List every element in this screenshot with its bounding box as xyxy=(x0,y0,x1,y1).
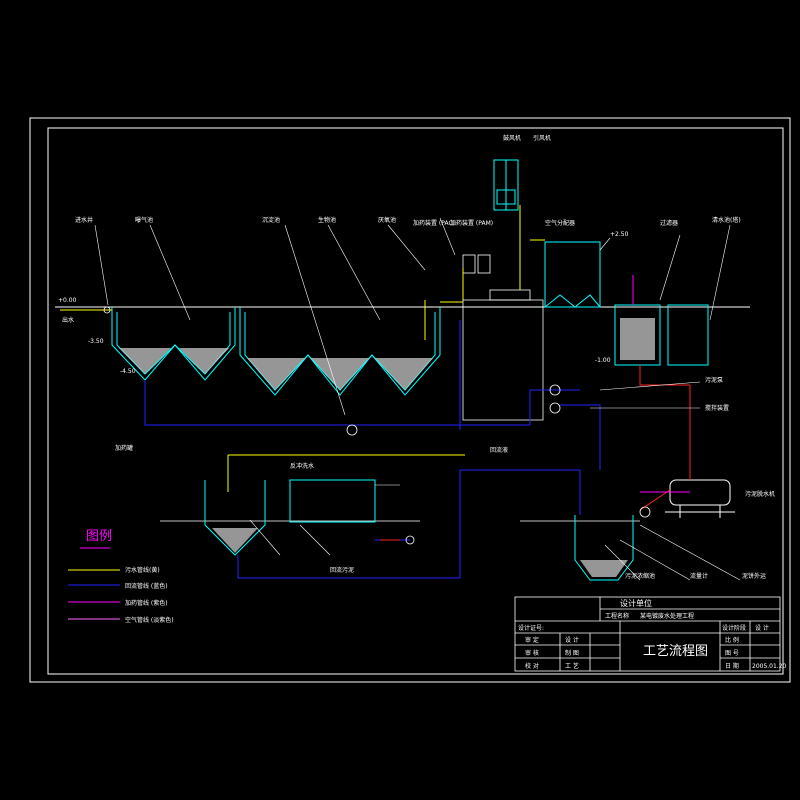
sludge-fill-4 xyxy=(580,560,628,577)
tb-date: 2005.01.20 xyxy=(752,663,787,670)
label-mixer: 搅拌装置 xyxy=(705,404,729,412)
level-pos: +0.00 xyxy=(58,297,77,304)
label-aeration: 曝气池 xyxy=(135,216,153,224)
sludge-thickener xyxy=(574,515,634,581)
label-filter-box: 过滤器 xyxy=(660,219,678,227)
sludge-lines xyxy=(380,365,691,541)
tb-design: 设 计 xyxy=(565,636,579,644)
legend-item-dosing: 加药管线 (紫色) xyxy=(125,599,168,607)
right-tanks xyxy=(544,241,709,366)
legend-item-air: 空气管线 (淡紫色) xyxy=(125,616,174,624)
dosing-boxes xyxy=(462,254,491,274)
sludge-fill-3 xyxy=(212,528,258,553)
tb-scale: 比 例 xyxy=(725,636,739,644)
tb-craft: 工 艺 xyxy=(565,662,579,670)
level-c: +2.50 xyxy=(610,231,629,238)
pump-icons xyxy=(103,306,651,545)
tb-project-name: 某电镀废水处理工程 xyxy=(640,612,694,620)
label-dosing-tank: 加药罐 xyxy=(115,444,133,452)
tb-date-label: 日 期 xyxy=(725,662,739,670)
title-block xyxy=(514,596,781,672)
label-dosing-pac: 加药装置 (PAC) xyxy=(413,219,455,227)
legend-item-return: 回流管线 (蓝色) xyxy=(125,582,168,590)
label-bio-tank: 生物池 xyxy=(318,216,336,224)
level-d: -1.00 xyxy=(595,357,611,364)
level-b: -4.50 xyxy=(120,368,136,375)
leader-lines xyxy=(94,217,741,581)
label-fan: 引风机 xyxy=(533,134,551,142)
lower-sed-tank xyxy=(204,479,376,556)
label-backwash: 反冲洗水 xyxy=(290,462,314,470)
sludge-fill-2 xyxy=(247,358,433,390)
filter-press xyxy=(665,479,735,518)
tb-review: 审 定 xyxy=(525,636,539,644)
label-press: 污泥脱水机 xyxy=(745,490,775,498)
fan-structure xyxy=(493,159,519,211)
tb-stage-value: 设 计 xyxy=(755,624,769,632)
tb-proofread: 校 对 xyxy=(525,662,539,670)
tb-stage-label: 设计阶段 xyxy=(722,624,746,632)
label-return-sludge: 回流污泥 xyxy=(330,566,354,574)
label-flowmeter: 流量计 xyxy=(690,572,708,580)
tb-check: 审 核 xyxy=(525,649,539,657)
label-clean-tank: 清水池(塔) xyxy=(712,216,741,224)
outer-border xyxy=(29,117,791,683)
return-lines xyxy=(144,320,601,579)
tb-project-label: 工程名称 xyxy=(605,612,629,620)
legend-item-sewage: 污水管线(黄) xyxy=(125,566,160,574)
tb-design-unit: 设计单位 xyxy=(620,598,652,608)
tank-group-1 xyxy=(111,307,236,381)
label-sludge-pump: 污泥泵 xyxy=(705,376,723,384)
label-dosing-pam: 加药装置 (PAM) xyxy=(450,219,493,227)
level-a: -3.50 xyxy=(88,338,104,345)
dosing-lines xyxy=(632,275,690,493)
filter-media xyxy=(620,318,655,360)
label-sed-tank: 沉淀池 xyxy=(262,216,280,224)
label-inlet-well: 进水井 xyxy=(75,216,93,224)
legend-title: 图例 xyxy=(86,529,112,544)
legend-lines xyxy=(68,547,120,620)
tb-no: 图 号 xyxy=(725,650,739,657)
label-blower: 鼓风机 xyxy=(503,134,521,142)
sludge-fill-1 xyxy=(119,348,229,374)
tb-drawing-title: 工艺流程图 xyxy=(643,644,708,659)
tb-design-no: 设计证号: xyxy=(518,624,544,632)
label-reflux: 回流液 xyxy=(490,446,508,454)
inner-border xyxy=(47,127,784,675)
pump-base xyxy=(489,289,531,301)
sewage-lines xyxy=(60,205,545,492)
label-sludge-tank: 污泥浓缩池 xyxy=(625,572,655,580)
label-cake: 泥饼外运 xyxy=(742,572,766,580)
label-anaerobic: 厌氧池 xyxy=(378,216,396,224)
tb-draw: 制 图 xyxy=(565,649,579,657)
pump-house xyxy=(462,299,544,421)
label-air-dist: 空气分配器 xyxy=(545,219,575,227)
label-outlet: 出水 xyxy=(62,316,74,324)
